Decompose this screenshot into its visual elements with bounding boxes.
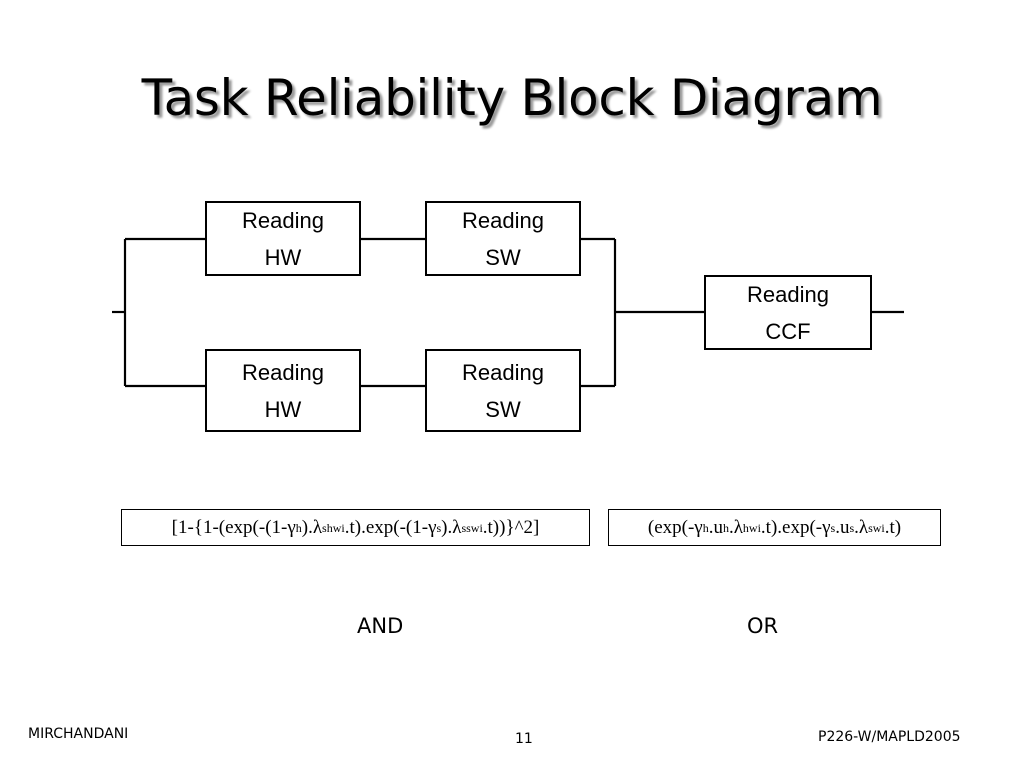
block-label: Reading [747,281,829,307]
slide-title: Task Reliability Block Diagram [141,69,883,127]
block-label: SW [485,244,521,270]
formula-text: .u [708,516,723,538]
block-label: HW [264,244,302,270]
block-label: SW [485,396,521,422]
formula-text: (exp(-γ [647,516,703,538]
block-reading-sw-top: Reading SW [425,201,581,276]
footer-author: MIRCHANDANI [28,726,129,742]
block-reading-ccf: Reading CCF [704,275,872,350]
block-label: CCF [765,318,811,344]
formula-text: .λ [854,516,869,538]
block-label: Reading [242,207,324,233]
block-reading-hw-top: Reading HW [205,201,361,276]
formula-text: ).λ [301,516,323,538]
block-reading-hw-bottom: Reading HW [205,349,361,432]
block-label: Reading [462,207,544,233]
block-reading-sw-bottom: Reading SW [425,349,581,432]
formula-text: .t))}^2] [482,516,540,538]
formula-text: ).λ [441,516,462,538]
block-label: Reading [462,359,544,385]
block-label: Reading [242,359,324,385]
footer-conference: P226-W/MAPLD2005 [818,729,961,745]
formula-text: .u [835,516,850,538]
or-label: OR [747,614,779,638]
formula-text: .λ [728,516,743,538]
formula-text: .t) [884,516,902,538]
formula-text: [1-{1-(exp(-(1-γ [171,516,296,538]
and-label: AND [357,614,404,638]
formula-text: .t).exp(-γ [760,516,831,538]
formula-text: .t).exp(-(1-γ [344,516,437,538]
block-label: HW [264,396,302,422]
footer-page-number: 11 [515,731,533,747]
